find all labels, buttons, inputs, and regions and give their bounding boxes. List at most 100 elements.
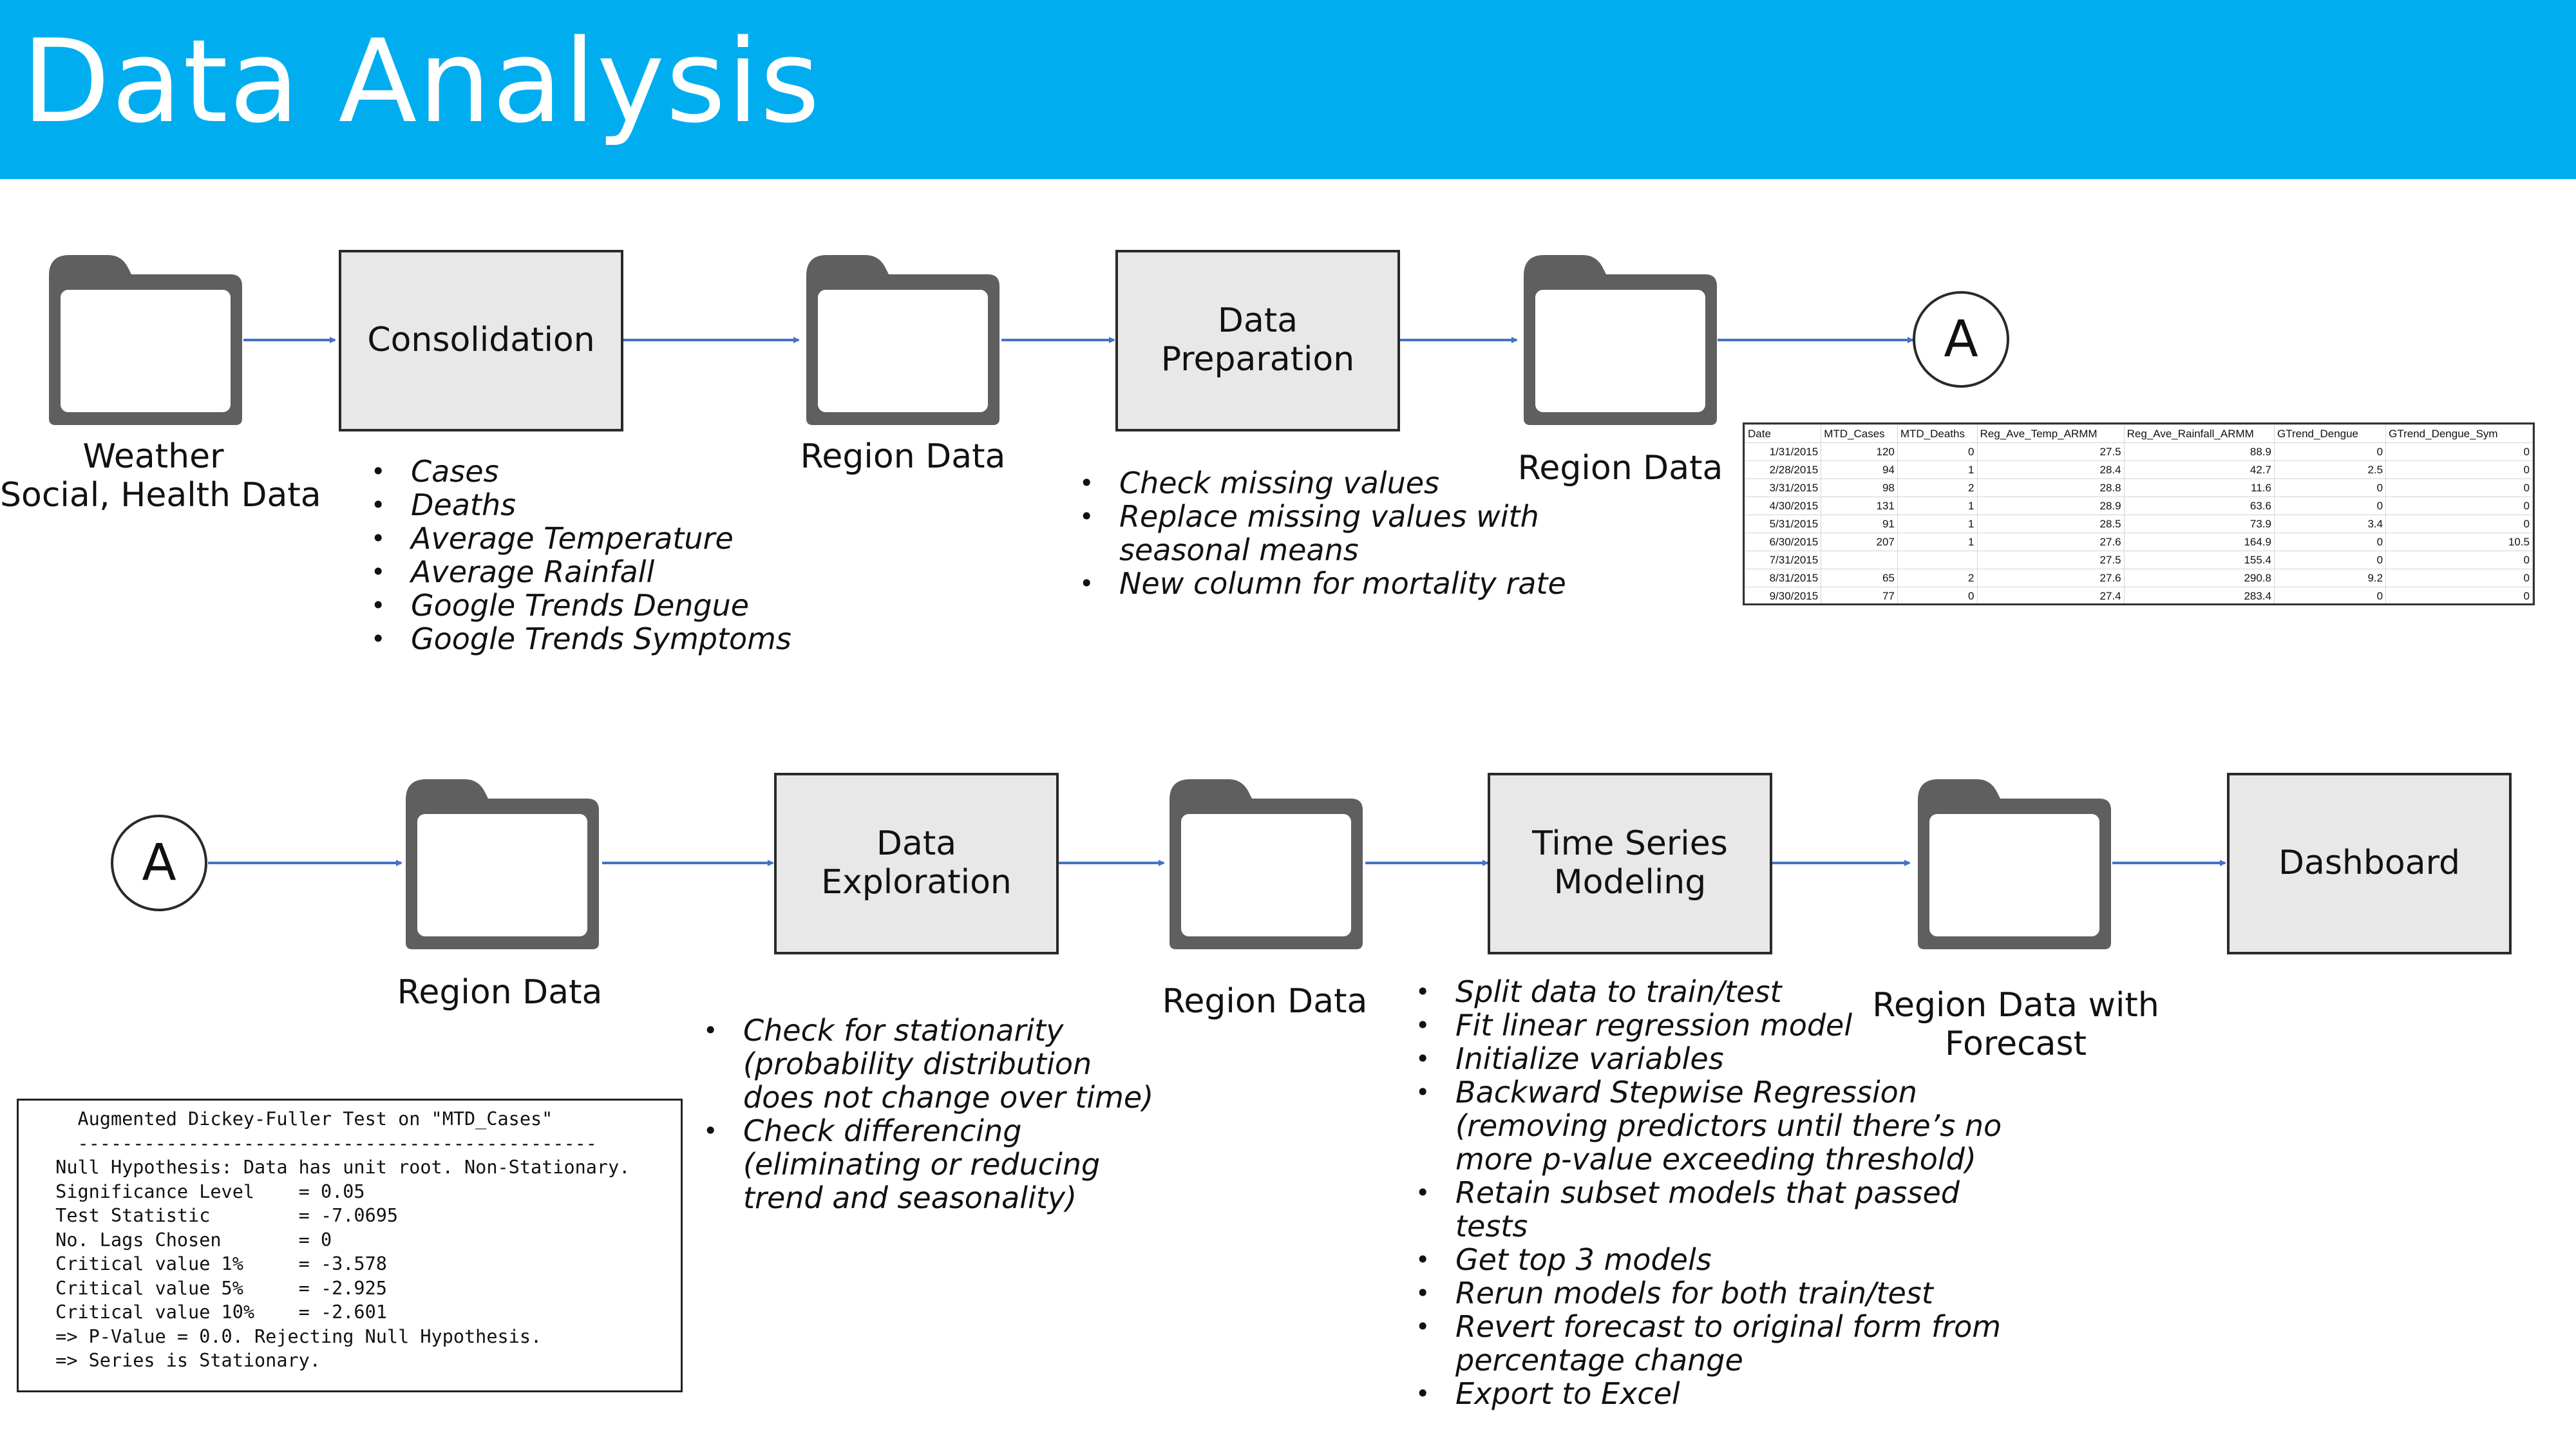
table-cell: 0 <box>2273 533 2387 551</box>
consolidation-list: Cases Deaths Average Temperature Average… <box>371 455 860 656</box>
table-cell <box>1821 551 1898 569</box>
table-cell: 0 <box>1897 587 1978 603</box>
list-item: Deaths <box>371 488 860 522</box>
list-item: Fit linear regression model <box>1416 1009 2008 1042</box>
list-item: Split data to train/test <box>1416 975 2008 1009</box>
table-cell: 65 <box>1821 569 1898 587</box>
time-series-modeling-label-line: Modeling <box>1553 863 1707 902</box>
folder-icon <box>806 255 999 425</box>
table-cell: 88.9 <box>2123 442 2275 461</box>
source-label-line: Weather <box>82 437 224 476</box>
folder-icon <box>1918 779 2111 949</box>
table-cell: 283.4 <box>2123 587 2275 603</box>
table-cell: 290.8 <box>2123 569 2275 587</box>
table-cell: 63.6 <box>2123 497 2275 515</box>
adf-line: Critical value 10% = -2.601 <box>44 1302 387 1323</box>
list-item: Initialize variables <box>1416 1042 2008 1075</box>
folder-icon <box>406 779 599 949</box>
table-cell: 3/31/2015 <box>1745 478 1822 497</box>
column-header: MTD_Deaths <box>1897 424 1978 443</box>
table-cell: 27.5 <box>1976 442 2125 461</box>
table-cell: 9.2 <box>2273 569 2387 587</box>
table-cell: 27.6 <box>1976 569 2125 587</box>
list-item: Export to Excel <box>1416 1377 2008 1410</box>
table-cell <box>1897 551 1978 569</box>
header-bar: Data Analysis <box>0 0 2576 179</box>
table-cell: 0 <box>2273 442 2387 461</box>
table-cell: 11.6 <box>2123 478 2275 497</box>
adf-line: Critical value 5% = -2.925 <box>44 1277 387 1299</box>
table-cell: 1 <box>1897 515 1978 533</box>
table-cell: 0 <box>2385 551 2533 569</box>
region-data-label: Region Data <box>1162 982 1368 1021</box>
data-exploration-label-line: Data <box>876 824 957 864</box>
column-header: GTrend_Dengue_Sym <box>2385 424 2533 443</box>
connector-label: A <box>142 834 176 892</box>
table-cell: 0 <box>2385 515 2533 533</box>
folder-icon <box>49 255 242 425</box>
source-label-line: Social, Health Data <box>0 475 321 515</box>
table-cell: 73.9 <box>2123 515 2275 533</box>
table-cell: 1 <box>1897 533 1978 551</box>
table-cell: 91 <box>1821 515 1898 533</box>
table-cell: 0 <box>2273 551 2387 569</box>
consolidation-box: Consolidation <box>339 250 623 431</box>
adf-line: Significance Level = 0.05 <box>44 1180 365 1202</box>
connector-a-bottom: A <box>111 815 207 911</box>
table-cell: 10.5 <box>2385 533 2533 551</box>
table-cell: 77 <box>1821 587 1898 603</box>
adf-line: Null Hypothesis: Data has unit root. Non… <box>44 1157 630 1178</box>
adf-line: Test Statistic = -7.0695 <box>44 1205 399 1226</box>
time-series-modeling-box: Time Series Modeling <box>1488 773 1772 954</box>
list-item: Revert forecast to original form from pe… <box>1416 1310 2008 1377</box>
table-cell: 155.4 <box>2123 551 2275 569</box>
adf-line: Augmented Dickey-Fuller Test on "MTD_Cas… <box>44 1108 553 1130</box>
folder-icon <box>1170 779 1363 949</box>
table-cell: 0 <box>2385 587 2533 603</box>
table-cell: 0 <box>1897 442 1978 461</box>
column-header: MTD_Cases <box>1821 424 1898 443</box>
table-cell: 1 <box>1897 497 1978 515</box>
table-header-row: Date MTD_Cases MTD_Deaths Reg_Ave_Temp_A… <box>1745 424 2533 443</box>
table-cell: 0 <box>2385 478 2533 497</box>
adf-test-output: Augmented Dickey-Fuller Test on "MTD_Cas… <box>17 1099 683 1392</box>
table-cell: 3.4 <box>2273 515 2387 533</box>
list-item: Get top 3 models <box>1416 1243 2008 1276</box>
list-item: Google Trends Dengue <box>371 589 860 622</box>
table-cell: 2 <box>1897 478 1978 497</box>
table-cell: 27.6 <box>1976 533 2125 551</box>
table-cell: 4/30/2015 <box>1745 497 1822 515</box>
list-item: Check for stationarity (probability dist… <box>703 1014 1167 1114</box>
table-cell: 2/28/2015 <box>1745 460 1822 479</box>
connector-label: A <box>1944 310 1978 368</box>
column-header: Reg_Ave_Temp_ARMM <box>1976 424 2125 443</box>
list-item: Check differencing (eliminating or reduc… <box>703 1114 1167 1215</box>
table-cell: 28.5 <box>1976 515 2125 533</box>
list-item: Backward Stepwise Regression (removing p… <box>1416 1075 2008 1176</box>
data-preparation-label-line: Preparation <box>1160 340 1355 379</box>
table-cell: 28.8 <box>1976 478 2125 497</box>
table-cell: 5/31/2015 <box>1745 515 1822 533</box>
table-cell: 0 <box>2273 587 2387 603</box>
time-series-modeling-label-line: Time Series <box>1532 824 1728 864</box>
data-preparation-box: Data Preparation <box>1115 250 1400 431</box>
dashboard-label: Dashboard <box>2278 844 2461 883</box>
table-cell: 98 <box>1821 478 1898 497</box>
table-cell: 9/30/2015 <box>1745 587 1822 603</box>
table-cell: 0 <box>2385 460 2533 479</box>
column-header: GTrend_Dengue <box>2273 424 2387 443</box>
list-item: Average Temperature <box>371 522 860 555</box>
adf-line: No. Lags Chosen = 0 <box>44 1229 332 1251</box>
table-cell: 2.5 <box>2273 460 2387 479</box>
table-cell: 27.5 <box>1976 551 2125 569</box>
table-cell: 0 <box>2385 569 2533 587</box>
list-item: Average Rainfall <box>371 555 860 589</box>
table-cell: 1/31/2015 <box>1745 442 1822 461</box>
